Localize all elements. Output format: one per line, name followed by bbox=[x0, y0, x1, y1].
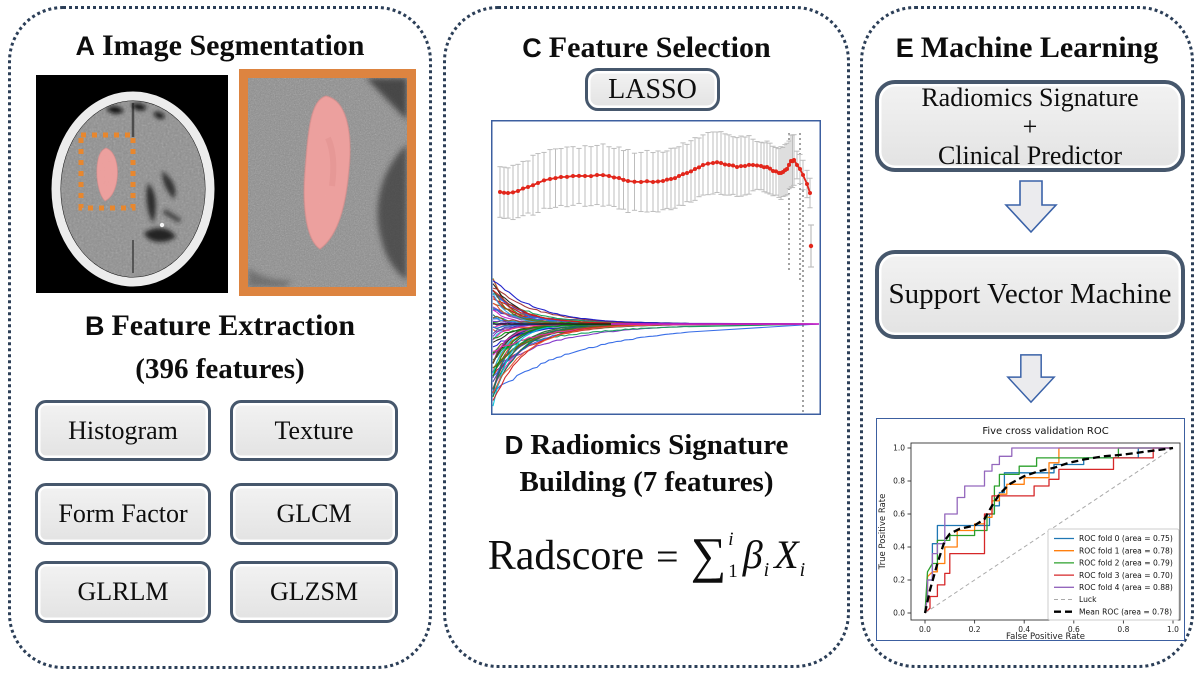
formula-lhs: Radscore bbox=[487, 533, 645, 579]
formula-sum: ∑ i 1 bbox=[691, 529, 738, 583]
down-arrow-icon bbox=[1004, 180, 1058, 234]
svg-text:ROC fold 0 (area = 0.75): ROC fold 0 (area = 0.75) bbox=[1079, 534, 1173, 543]
svg-text:Luck: Luck bbox=[1079, 595, 1097, 604]
feature-box-form-factor: Form Factor bbox=[35, 483, 211, 545]
panel-b-subtitle: (396 features) bbox=[11, 353, 429, 386]
feature-box-glzsm: GLZSM bbox=[230, 561, 398, 623]
panel-b-subtitle-text: (396 features) bbox=[135, 353, 305, 385]
svg-text:Mean ROC (area = 0.78): Mean ROC (area = 0.78) bbox=[1079, 607, 1172, 616]
svg-text:0.8: 0.8 bbox=[1117, 625, 1129, 634]
feature-box-histogram-label: Histogram bbox=[68, 415, 178, 445]
feature-box-texture-label: Texture bbox=[274, 415, 354, 445]
svg-text:False Positive Rate: False Positive Rate bbox=[1006, 632, 1085, 641]
signature-clinical-box: Radiomics Signature + Clinical Predictor bbox=[875, 80, 1185, 172]
svg-text:0.6: 0.6 bbox=[1068, 625, 1080, 634]
svg-text:0.0: 0.0 bbox=[919, 625, 931, 634]
feature-box-glcm: GLCM bbox=[230, 483, 398, 545]
clinical-line: Clinical Predictor bbox=[937, 140, 1123, 170]
beta-symbol: β bbox=[742, 531, 763, 577]
feature-box-glcm-label: GLCM bbox=[276, 499, 352, 528]
svg-text:0.6: 0.6 bbox=[893, 510, 905, 519]
svm-label: Support Vector Machine bbox=[888, 278, 1172, 310]
sigma-symbol: ∑ bbox=[690, 527, 727, 584]
svg-text:ROC fold 3 (area = 0.70): ROC fold 3 (area = 0.70) bbox=[1079, 571, 1173, 580]
feature-box-glzsm-label: GLZSM bbox=[269, 577, 359, 606]
panel-d-letter: D bbox=[504, 430, 524, 460]
svg-text:0.2: 0.2 bbox=[893, 576, 905, 585]
panel-b-letter: B bbox=[84, 311, 105, 341]
panel-c-letter: C bbox=[522, 33, 542, 63]
panel-b-title-text: Feature Extraction bbox=[111, 309, 356, 342]
feature-box-texture: Texture bbox=[230, 400, 398, 461]
segmentation-zoom-image bbox=[239, 69, 416, 296]
x-subscript: i bbox=[799, 558, 806, 581]
feature-box-histogram: Histogram bbox=[35, 400, 211, 461]
svg-text:1.0: 1.0 bbox=[1167, 625, 1179, 634]
svg-text:0.4: 0.4 bbox=[893, 543, 905, 552]
x-symbol: X bbox=[774, 531, 799, 577]
svg-text:ROC fold 1 (area = 0.78): ROC fold 1 (area = 0.78) bbox=[1079, 546, 1173, 555]
panel-e-letter: E bbox=[895, 33, 914, 63]
down-arrow-icon bbox=[1006, 354, 1056, 404]
svg-text:0.8: 0.8 bbox=[893, 477, 905, 486]
feature-box-glrlm-label: GLRLM bbox=[77, 577, 169, 606]
roi-dotted-box bbox=[78, 132, 136, 211]
plus-line: + bbox=[1022, 111, 1038, 141]
sum-upper: i bbox=[728, 529, 734, 550]
feature-box-glrlm: GLRLM bbox=[35, 561, 211, 623]
beta-subscript: i bbox=[763, 558, 770, 581]
sum-limits: i 1 bbox=[728, 529, 738, 583]
svm-box: Support Vector Machine bbox=[875, 250, 1185, 339]
radscore-formula: Radscore = ∑ i 1 β i X i bbox=[446, 529, 847, 583]
sum-lower: 1 bbox=[728, 561, 738, 582]
x-term: X i bbox=[774, 531, 805, 582]
svg-text:ROC fold 4 (area = 0.88): ROC fold 4 (area = 0.88) bbox=[1079, 583, 1173, 592]
svg-text:Five cross validation ROC: Five cross validation ROC bbox=[982, 426, 1108, 437]
signature-line: Radiomics Signature bbox=[921, 82, 1139, 112]
panel-e-title-text: Machine Learning bbox=[920, 31, 1159, 64]
svg-text:0.4: 0.4 bbox=[1018, 625, 1030, 634]
panel-a-title-text: Image Segmentation bbox=[102, 29, 365, 62]
feature-box-form-factor-label: Form Factor bbox=[58, 499, 188, 528]
svg-text:0.0: 0.0 bbox=[893, 609, 905, 618]
svg-text:0.2: 0.2 bbox=[969, 625, 981, 634]
brain-ct-image bbox=[36, 75, 228, 293]
panel-d-title-line2: Building (7 features) bbox=[519, 466, 774, 498]
panel-d-title-text1: Radiomics Signature bbox=[530, 429, 789, 461]
svg-text:True Positive Rate: True Positive Rate bbox=[878, 494, 888, 571]
panel-a-letter: A bbox=[75, 31, 96, 61]
roc-plot: Five cross validation ROC 0.0 0.2 0.4 0.6 0.8… bbox=[875, 417, 1186, 642]
lasso-method-box: LASSO bbox=[585, 68, 720, 111]
lasso-plot bbox=[491, 120, 821, 415]
lasso-method-label: LASSO bbox=[608, 73, 697, 105]
svg-text:1.0: 1.0 bbox=[893, 444, 905, 453]
svg-text:ROC fold 2 (area = 0.79): ROC fold 2 (area = 0.79) bbox=[1079, 559, 1173, 568]
beta-term: β i bbox=[743, 531, 769, 582]
panel-c-title-text: Feature Selection bbox=[548, 31, 771, 64]
formula-equals: = bbox=[656, 533, 679, 579]
